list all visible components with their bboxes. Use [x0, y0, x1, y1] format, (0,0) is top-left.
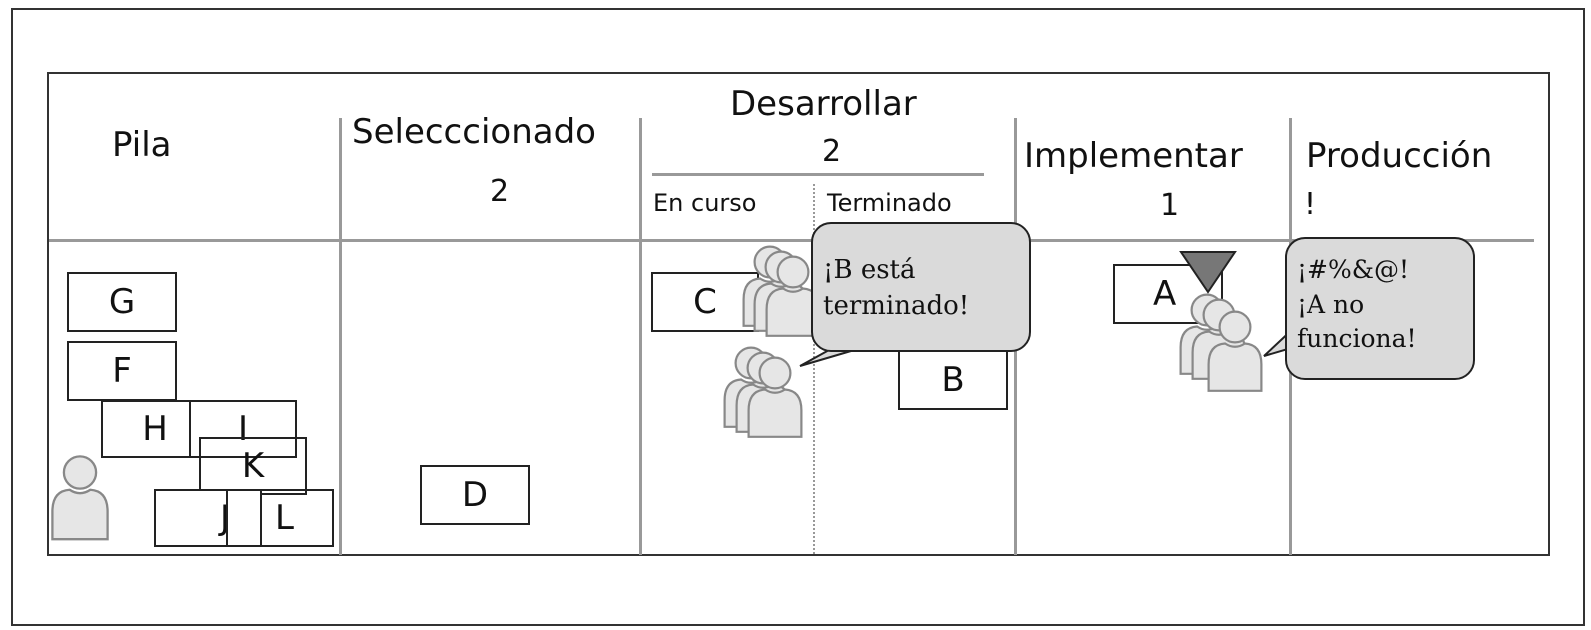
bubble-a-line2: ¡A no	[1297, 289, 1365, 319]
column-desarrollar-wip: 2	[822, 134, 842, 169]
sub-column-en-curso: En curso	[653, 189, 757, 217]
desarrollar-underline	[652, 173, 984, 176]
team-icon-implementar	[1179, 293, 1263, 392]
card-g: G	[67, 272, 177, 332]
blocked-triangle-icon	[1179, 251, 1237, 294]
column-produccion-mark: !	[1304, 187, 1317, 222]
divider-seleccionado	[639, 118, 642, 555]
column-seleccionado-wip: 2	[490, 174, 510, 209]
speech-bubble-b-done: ¡B está terminado!	[811, 222, 1031, 352]
card-i: I	[189, 400, 297, 458]
bubble-b-line2: terminado!	[823, 291, 970, 322]
team-icon-en-curso-top	[742, 245, 821, 337]
team-icon-en-curso-bottom	[723, 346, 803, 438]
column-pila-title: Pila	[112, 125, 172, 165]
card-b: B	[898, 350, 1008, 410]
column-produccion-title: Producción	[1306, 136, 1493, 176]
card-d: D	[420, 465, 530, 525]
column-seleccionado-title: Selecccionado	[352, 112, 596, 152]
divider-pila	[339, 118, 342, 555]
column-implementar-title: Implementar	[1024, 136, 1243, 176]
desarrollar-subdivider	[813, 184, 815, 554]
outer-frame	[11, 8, 1585, 626]
bubble-a-line1: ¡#%&@!	[1297, 255, 1410, 284]
card-f: F	[67, 341, 177, 401]
kanban-board	[47, 72, 1550, 556]
bubble-a-line3: funciona!	[1297, 324, 1417, 353]
bubble-b-line1: ¡B está	[823, 255, 916, 285]
column-implementar-wip: 1	[1160, 188, 1180, 223]
speech-bubble-a-broken: ¡#%&@! ¡A no funciona!	[1285, 237, 1475, 380]
column-desarrollar-title: Desarrollar	[730, 84, 917, 124]
card-l: L	[226, 489, 334, 547]
person-icon-pila	[51, 455, 109, 541]
card-j: J	[154, 489, 262, 547]
header-divider	[49, 239, 1534, 242]
sub-column-terminado: Terminado	[827, 189, 952, 217]
card-c: C	[651, 272, 759, 332]
